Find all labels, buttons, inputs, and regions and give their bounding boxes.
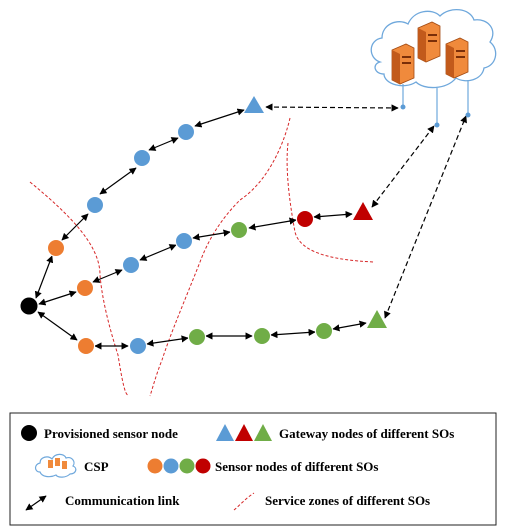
legend-provisioned-label: Provisioned sensor node bbox=[44, 426, 178, 441]
gateway-node-green bbox=[367, 310, 387, 328]
sensor-node-blue bbox=[86, 196, 104, 214]
communication-links bbox=[34, 108, 367, 350]
sensor-node-blue bbox=[129, 337, 147, 355]
service-zone-line-1 bbox=[29, 181, 129, 396]
provisioned-sensor-node bbox=[19, 296, 39, 316]
service-zone-boundaries bbox=[29, 117, 375, 397]
link bbox=[34, 255, 54, 299]
cloud-port bbox=[400, 104, 406, 110]
legend-gateway-label: Gateway nodes of different SOs bbox=[279, 426, 454, 441]
legend-link-label: Communication link bbox=[65, 493, 180, 508]
link bbox=[313, 210, 353, 221]
service-zone-line-3 bbox=[286, 142, 375, 263]
legend-sensor-blue bbox=[163, 458, 179, 474]
legend-zone-icon bbox=[233, 492, 255, 511]
link bbox=[192, 229, 231, 241]
legend-provisioned-swatch bbox=[21, 425, 37, 441]
legend-sensor-orange bbox=[147, 458, 163, 474]
sensor-node-blue bbox=[177, 123, 195, 141]
gateway-node-red bbox=[353, 202, 373, 220]
sensor-node-blue bbox=[175, 232, 193, 250]
legend: Provisioned sensor node Gateway nodes of… bbox=[9, 412, 497, 526]
legend-cloud-icon bbox=[34, 453, 77, 478]
sensor-node-orange bbox=[47, 239, 65, 257]
service-zone-line-2 bbox=[149, 117, 291, 397]
link bbox=[332, 320, 367, 332]
csp-cloud bbox=[370, 9, 497, 128]
server-icon bbox=[417, 21, 441, 63]
legend-box bbox=[9, 412, 497, 526]
link bbox=[194, 108, 245, 128]
sensor-node-blue bbox=[122, 256, 140, 274]
sensor-node-green bbox=[230, 221, 248, 239]
gateway-cloud-link bbox=[265, 103, 399, 112]
legend-zone-label: Service zones of different SOs bbox=[265, 493, 430, 508]
link bbox=[99, 167, 137, 195]
legend-gateway-red bbox=[235, 424, 253, 441]
sensor-node-orange bbox=[76, 279, 94, 297]
gateway-nodes bbox=[244, 96, 387, 328]
server-icon bbox=[445, 37, 469, 79]
link bbox=[148, 137, 179, 151]
legend-link-icon bbox=[25, 495, 47, 511]
legend-sensor-label: Sensor nodes of different SOs bbox=[215, 459, 378, 474]
link bbox=[270, 328, 316, 339]
sensor-node-green bbox=[188, 328, 206, 346]
link bbox=[61, 213, 89, 241]
sensor-node-orange bbox=[77, 337, 95, 355]
link bbox=[92, 269, 123, 283]
legend-csp-label: CSP bbox=[84, 459, 109, 474]
legend-sensor-green bbox=[179, 458, 195, 474]
legend-sensor-red bbox=[195, 458, 211, 474]
legend-gateway-green bbox=[254, 424, 272, 441]
sensor-node-green bbox=[315, 322, 333, 340]
gateway-node-blue bbox=[244, 96, 264, 113]
link bbox=[146, 335, 189, 347]
sensor-node-green bbox=[253, 327, 271, 345]
gateway-cloud-link bbox=[371, 125, 435, 208]
gateway-cloud-link bbox=[384, 115, 467, 319]
link bbox=[37, 311, 78, 341]
gateway-cloud-links bbox=[265, 103, 467, 319]
sensor-nodes bbox=[19, 123, 333, 355]
link bbox=[248, 217, 297, 231]
cloud-port bbox=[434, 122, 440, 128]
legend-gateway-blue bbox=[216, 424, 234, 441]
sensor-node-blue bbox=[133, 149, 151, 167]
server-icon bbox=[391, 43, 415, 85]
link bbox=[38, 290, 77, 306]
link bbox=[139, 244, 177, 261]
sensor-node-red bbox=[296, 210, 314, 228]
cloud-port bbox=[465, 112, 471, 118]
